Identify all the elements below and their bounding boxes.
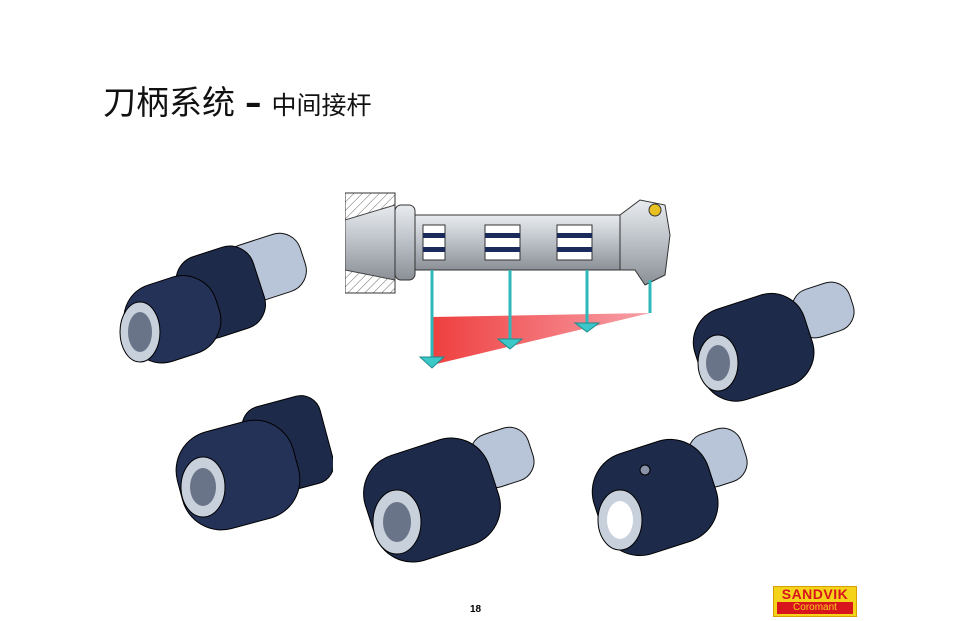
title-sub: 中间接杆 [271,91,372,120]
tool-holder-4 [363,426,535,563]
tool-holder-1 [119,232,307,364]
tool-holder-2 [692,281,855,402]
page-title: 刀柄系统–中间接杆 [103,76,372,124]
page-number: 18 [470,604,482,615]
title-main: 刀柄系统 [103,83,235,122]
tool-holder-3 [175,395,333,531]
boring-bar-deflection-diagram [345,192,671,369]
title-dash: – [245,83,262,122]
logo-brand: SANDVIK [781,586,849,602]
sandvik-coromant-logo: SANDVIK Coromant [773,586,857,617]
tool-holder-5 [591,427,748,557]
logo-sub-brand: Coromant [777,602,853,614]
